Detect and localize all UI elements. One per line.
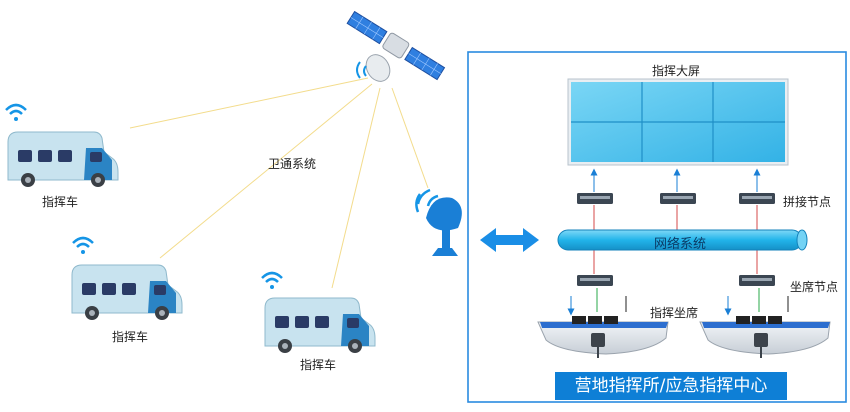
network-switch-icon (660, 193, 696, 204)
splice-node-switches (577, 193, 775, 204)
link-to-vehicle-2 (159, 83, 373, 259)
wall-feed-arrows (590, 168, 761, 192)
network-switch-icon (739, 193, 775, 204)
rv-vehicle-icon (71, 264, 183, 320)
wifi-icon (261, 271, 283, 289)
wifi-icon (5, 103, 27, 121)
seat-node-switches (577, 275, 775, 286)
rv-vehicle-icon (264, 297, 376, 353)
operator-console-icon (699, 316, 831, 358)
splice-links (593, 205, 758, 274)
satellite-links (129, 77, 429, 289)
vehicle-1-label: 指挥车 (42, 195, 79, 209)
command-center-label: 营地指挥所/应急指挥中心 (555, 372, 787, 400)
vehicle-3-label: 指挥车 (300, 358, 337, 372)
network-switch-icon (577, 193, 613, 204)
network-switch-icon (739, 275, 775, 286)
rv-vehicle-icon (7, 131, 119, 187)
console-feed-arrows (567, 288, 789, 316)
big-screen-video-wall (567, 78, 789, 166)
link-to-vehicle-1 (129, 77, 369, 129)
satellite-dish-icon (415, 188, 462, 256)
vehicle-2-label: 指挥车 (112, 330, 149, 344)
satellite-icon (346, 10, 446, 82)
link-to-dish (391, 87, 429, 189)
operator-console-icon (537, 316, 669, 358)
splice-nodes-label: 拼接节点 (783, 195, 832, 209)
network-system-tube (557, 229, 808, 251)
network-system-label: 网络系统 (653, 237, 706, 252)
bidirectional-arrow-icon (480, 228, 539, 252)
satcom-label: 卫通系统 (268, 157, 317, 171)
network-switch-icon (577, 275, 613, 286)
link-to-vehicle-3 (331, 87, 381, 289)
big-screen-label: 指挥大屏 (652, 64, 701, 78)
seat-nodes-label: 坐席节点 (790, 280, 839, 294)
command-seats-label: 指挥坐席 (650, 306, 699, 320)
command-center-frame (467, 51, 847, 403)
wifi-icon (72, 236, 94, 254)
